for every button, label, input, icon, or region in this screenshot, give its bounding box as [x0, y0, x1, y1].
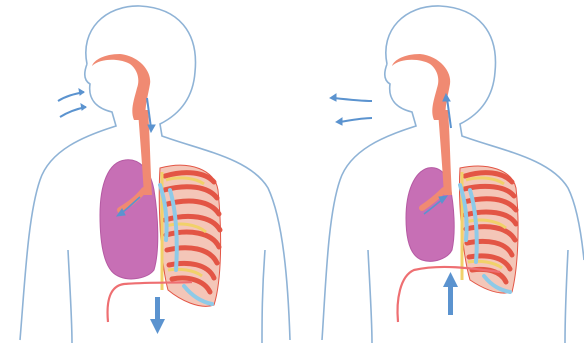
- rib-cage: [459, 166, 518, 293]
- rib-cage: [159, 165, 220, 306]
